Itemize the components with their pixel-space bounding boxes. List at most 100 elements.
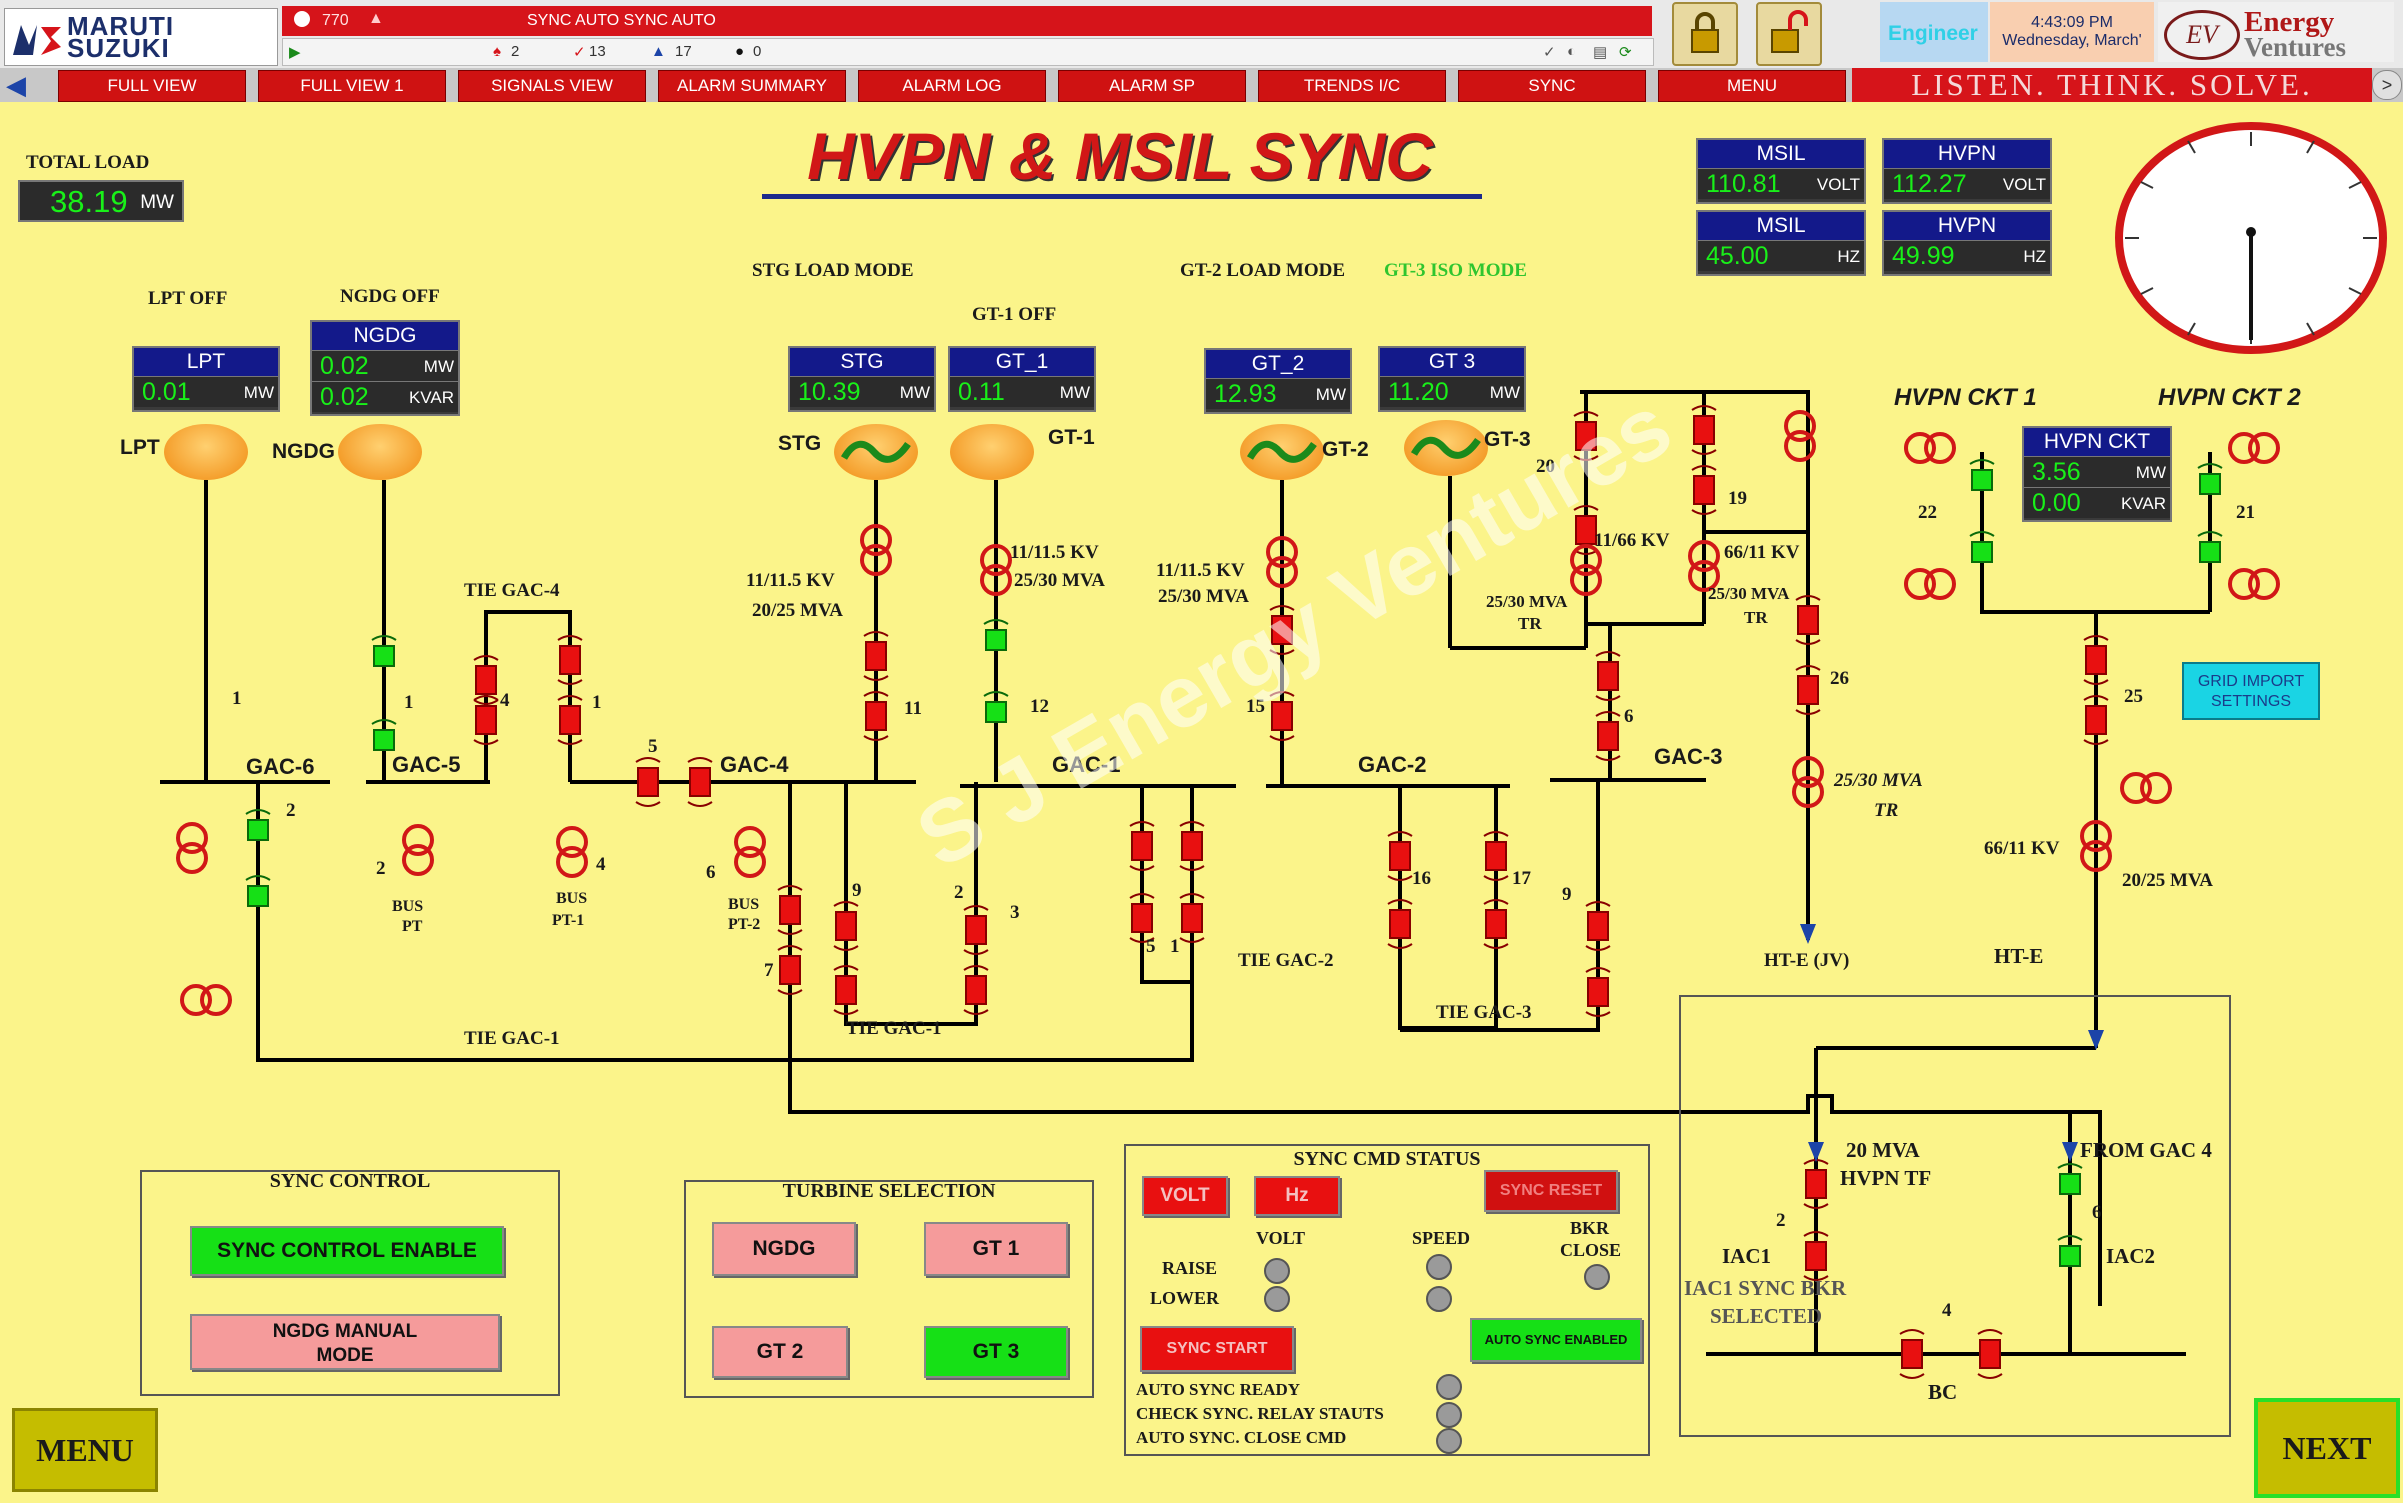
grid-import-settings-button[interactable]: GRID IMPORT SETTINGS (2182, 662, 2320, 720)
iac1-selected-label: SELECTED (1710, 1304, 1823, 1328)
volt-lower-indicator (1264, 1286, 1290, 1312)
user-role: Engineer (1880, 2, 1988, 62)
bkr-label: BKR (1570, 1218, 1610, 1238)
info-circle-icon: ● (735, 43, 745, 60)
feeder-no-6b: 6 (1624, 706, 1634, 727)
hz-command-button[interactable]: Hz (1254, 1176, 1340, 1216)
meter-unit: MW (899, 383, 930, 402)
meter-value: 11.20 (1388, 378, 1449, 406)
unlock-button[interactable] (1756, 2, 1822, 66)
bus-gac4: GAC-4 (720, 752, 789, 777)
tie-gac2-label: TIE GAC-2 (1238, 950, 1334, 971)
volt-label: VOLT (1256, 1228, 1305, 1248)
lock-button[interactable] (1672, 2, 1738, 66)
next-button[interactable]: NEXT (2254, 1398, 2400, 1498)
chevron-right-icon[interactable]: > (2372, 70, 2402, 100)
turbine-ngdg-button[interactable]: NGDG (712, 1222, 856, 1276)
meter-name: NGDG (312, 322, 458, 350)
meter-name: GT_1 (950, 348, 1094, 376)
sync-start-button[interactable]: SYNC START (1140, 1326, 1294, 1372)
gt1-generator[interactable] (950, 424, 1034, 480)
lpt-generator[interactable] (164, 424, 248, 480)
nav-trends-ic[interactable]: TRENDS I/C (1258, 70, 1446, 102)
feeder-no-20: 20 (1536, 456, 1555, 477)
menu-button[interactable]: MENU (12, 1408, 158, 1492)
meter-value: 0.02 (320, 352, 369, 380)
back-arrow-icon[interactable]: ◀ (6, 70, 26, 100)
gen-tag-lpt: LPT (120, 436, 160, 459)
nav-full-view[interactable]: FULL VIEW (58, 70, 246, 102)
total-load-label: TOTAL LOAD (26, 152, 150, 173)
lower-label: LOWER (1150, 1288, 1220, 1308)
ngdg-manual-mode-button[interactable]: NGDG MANUAL MODE (190, 1314, 500, 1370)
mode-lpt: LPT OFF (148, 288, 228, 309)
print-icon[interactable]: ▤ (1593, 44, 1608, 61)
alarm-banner[interactable]: 770 ▲ SYNC AUTO SYNC AUTO (282, 6, 1652, 36)
meter-unit: MW (423, 357, 454, 376)
nav-alarm-sp[interactable]: ALARM SP (1058, 70, 1246, 102)
meter-value: 45.00 (1706, 242, 1769, 270)
feeder-no-26: 26 (1830, 668, 1849, 689)
silence-icon[interactable]: ◐ (1567, 43, 1577, 60)
meter-name: HVPN (1884, 140, 2050, 168)
gen-tag-stg: STG (778, 432, 822, 455)
nav-signals-view[interactable]: SIGNALS VIEW (458, 70, 646, 102)
play-icon[interactable]: ▶ (289, 44, 301, 61)
ht-e-jv-label: HT-E (JV) (1764, 950, 1850, 971)
running-wave-icon (1246, 440, 1317, 463)
feeder-no-9: 9 (852, 880, 862, 901)
meter-unit-2: KVAR (2120, 494, 2166, 513)
turbine-gt3-button[interactable]: GT 3 (924, 1326, 1068, 1378)
nav-alarm-summary[interactable]: ALARM SUMMARY (658, 70, 846, 102)
ngdg-generator[interactable] (338, 424, 422, 480)
bc-label: BC (1928, 1380, 1958, 1404)
ev-logo-mark: EV (2164, 10, 2240, 60)
nav-alarm-log[interactable]: ALARM LOG (858, 70, 1046, 102)
stat-count-3: 17 (675, 43, 692, 60)
bus-pt-label: BUS (392, 898, 424, 915)
meter-unit: HZ (2023, 247, 2046, 266)
stg-generator[interactable] (834, 424, 918, 480)
meter-unit: VOLT (1816, 175, 1860, 194)
alarm-bell-icon: ▲ (368, 10, 384, 27)
feeder-no-1c: 1 (592, 692, 602, 713)
feeder-no-16: 16 (1412, 868, 1431, 889)
feeder-no-11: 11 (904, 698, 922, 719)
nav-full-view-1[interactable]: FULL VIEW 1 (258, 70, 446, 102)
mode-gt2: GT-2 LOAD MODE (1180, 260, 1346, 281)
acknowledge-icon[interactable]: ✓ (1543, 44, 1556, 61)
slogan-banner: LISTEN. THINK. SOLVE. (1852, 68, 2372, 102)
total-load-unit: MW (140, 192, 174, 213)
refresh-icon[interactable]: ⟳ (1619, 44, 1632, 61)
check-sync-relay-label: CHECK SYNC. RELAY STAUTS (1136, 1404, 1384, 1423)
ngdg-manual-mode-line1: NGDG MANUAL (272, 1321, 418, 1342)
sync-reset-button[interactable]: SYNC RESET (1484, 1170, 1618, 1212)
page-title: HVPN & MSIL SYNC (807, 119, 1433, 193)
turbine-gt2-button[interactable]: GT 2 (712, 1326, 848, 1378)
nav-sync[interactable]: SYNC (1458, 70, 1646, 102)
tie-gac1-label-2: TIE GAC-1 (846, 1018, 942, 1039)
meter-value: 49.99 (1892, 242, 1955, 270)
meter-value: 0.11 (958, 378, 1005, 406)
iac2-label: IAC2 (2106, 1244, 2156, 1268)
gt2-generator[interactable] (1240, 424, 1324, 480)
auto-sync-enabled-button[interactable]: AUTO SYNC ENABLED (1470, 1318, 1642, 1362)
feeder-no-4: 4 (500, 690, 510, 711)
turbine-gt1-button[interactable]: GT 1 (924, 1222, 1068, 1276)
tf-2530-mva: 25/30 MVA (1708, 584, 1790, 603)
gt3-generator[interactable] (1404, 420, 1488, 476)
nav-menu[interactable]: MENU (1658, 70, 1846, 102)
volt-command-button[interactable]: VOLT (1142, 1176, 1228, 1216)
title-underline (762, 194, 1482, 199)
meter-value: 3.56 (2032, 458, 2081, 486)
meter-name: GT_2 (1206, 350, 1350, 378)
sync-control-enable-button[interactable]: SYNC CONTROL ENABLE (190, 1226, 504, 1276)
hvpn-tf-label: HVPN TF (1840, 1166, 1932, 1190)
feeder-no-1d: 1 (1170, 936, 1180, 957)
